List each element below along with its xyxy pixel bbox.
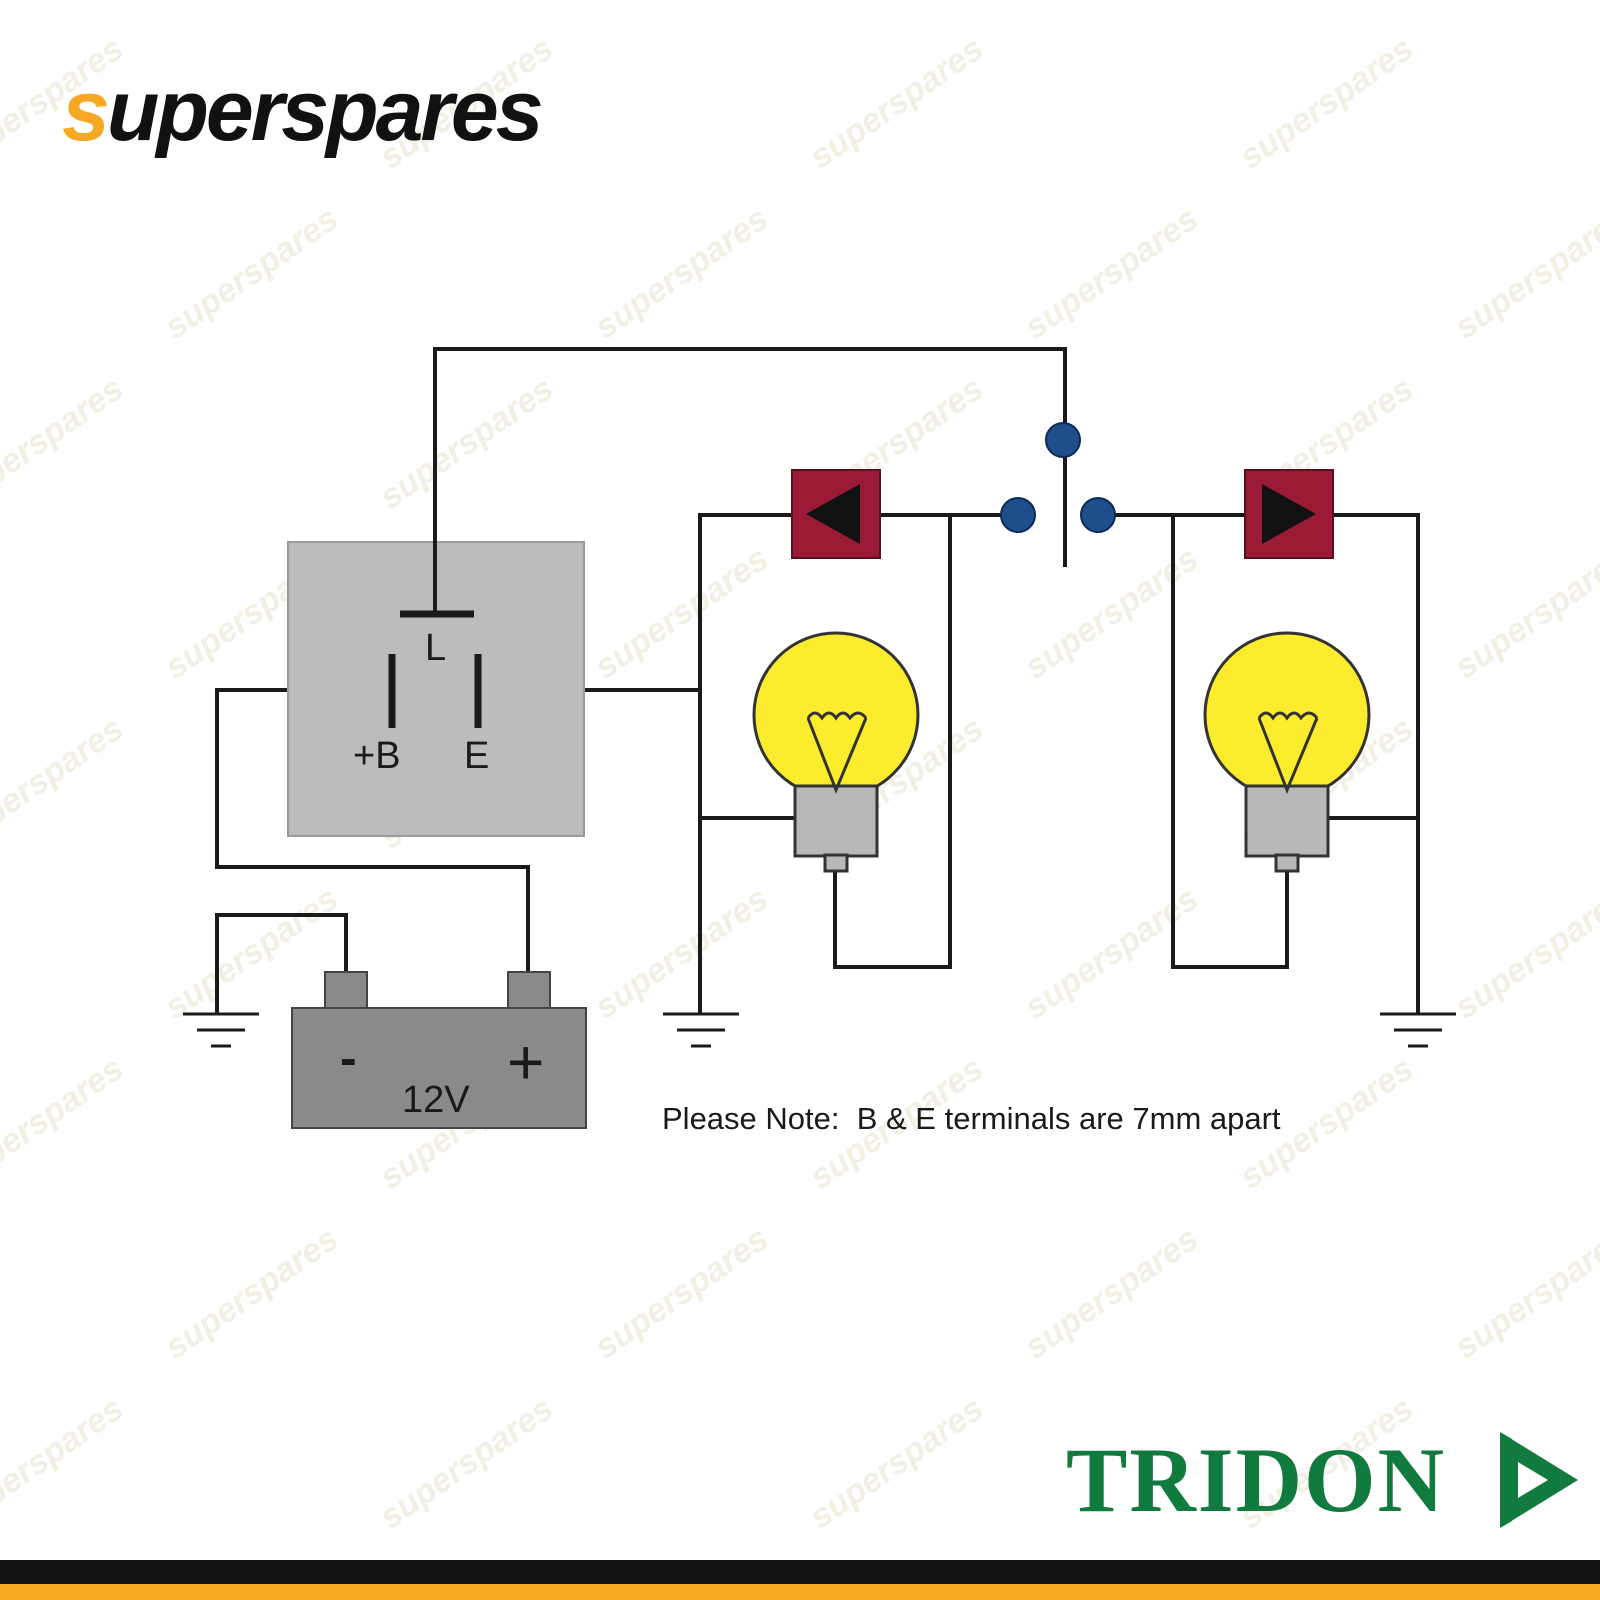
watermark-text: superspares	[0, 1049, 130, 1196]
switch-icon	[1000, 422, 1116, 533]
wire-left-bulb-tip	[833, 513, 952, 969]
watermark-text: superspares	[1018, 539, 1205, 686]
battery-body	[291, 1007, 587, 1129]
watermark-text: superspares	[588, 199, 775, 346]
flasher-l-label: L	[425, 627, 446, 669]
svg-text:superspares: superspares	[62, 63, 541, 159]
battery-plus-post	[507, 971, 551, 1009]
watermark-text: superspares	[1448, 199, 1600, 346]
switch-contact-left	[1000, 497, 1036, 533]
ground-icon	[1380, 1012, 1456, 1048]
bulb-icon	[1203, 631, 1371, 873]
watermark-text: superspares	[0, 709, 130, 856]
wire-right-indicator-out	[1331, 513, 1420, 1015]
battery: - + 12V	[291, 971, 587, 1129]
flasher-unit: L +B E	[287, 349, 585, 837]
battery-minus-post	[324, 971, 368, 1009]
watermark-text: superspares	[1233, 29, 1420, 176]
tridon-arrow-icon	[1500, 1432, 1578, 1528]
ground-icon	[663, 1012, 739, 1048]
tridon-logo: TRIDON	[1066, 1429, 1578, 1531]
battery-plus-label: +	[507, 1026, 544, 1098]
watermark-text: superspares	[158, 1219, 345, 1366]
watermark-text: superspares	[588, 879, 775, 1026]
watermark-text: superspares	[0, 369, 130, 516]
watermark-text: superspares	[1448, 539, 1600, 686]
watermark-text: superspares	[1018, 879, 1205, 1026]
footer-black-bar	[0, 1560, 1600, 1584]
watermark-text: superspares	[803, 1389, 990, 1536]
watermark-text: superspares	[1448, 1219, 1600, 1366]
arrow-right-indicator-icon	[1244, 469, 1334, 559]
footer-orange-bar	[0, 1584, 1600, 1600]
watermark-text: superspares	[1018, 199, 1205, 346]
watermark-text: superspares	[1018, 1219, 1205, 1366]
watermark-text: superspares	[803, 29, 990, 176]
switch-contact-top	[1045, 422, 1081, 458]
ground-icon	[183, 1012, 259, 1048]
wire-b-to-battery-plus	[215, 688, 530, 972]
battery-voltage-label: 12V	[402, 1079, 470, 1121]
superspares-logo: superspares	[62, 63, 544, 159]
watermark-text: superspares	[0, 1389, 130, 1536]
logo-rest: uperspares	[107, 63, 541, 159]
wire-right-bulb-tip	[1171, 513, 1289, 969]
wire-battery-minus-to-ground	[215, 913, 348, 1015]
arrow-left-indicator-icon	[791, 469, 881, 559]
switch-contact-right	[1080, 497, 1116, 533]
terminal-spacing-note: Please Note: B & E terminals are 7mm apa…	[662, 1101, 1281, 1136]
bulb-icon	[752, 631, 920, 873]
logo-first-letter: s	[62, 63, 107, 159]
flasher-e-label: E	[464, 735, 489, 777]
battery-minus-label: -	[340, 1030, 357, 1086]
watermark-text: superspares	[373, 1389, 560, 1536]
watermark-text: superspares	[588, 1219, 775, 1366]
watermark-text: superspares	[158, 879, 345, 1026]
watermark-text: superspares	[158, 199, 345, 346]
watermark-text: superspares	[373, 369, 560, 516]
flasher-b-label: +B	[353, 735, 401, 777]
tridon-wordmark: TRIDON	[1066, 1429, 1446, 1531]
watermark-text: superspares	[588, 539, 775, 686]
watermark-text: superspares	[1448, 879, 1600, 1026]
